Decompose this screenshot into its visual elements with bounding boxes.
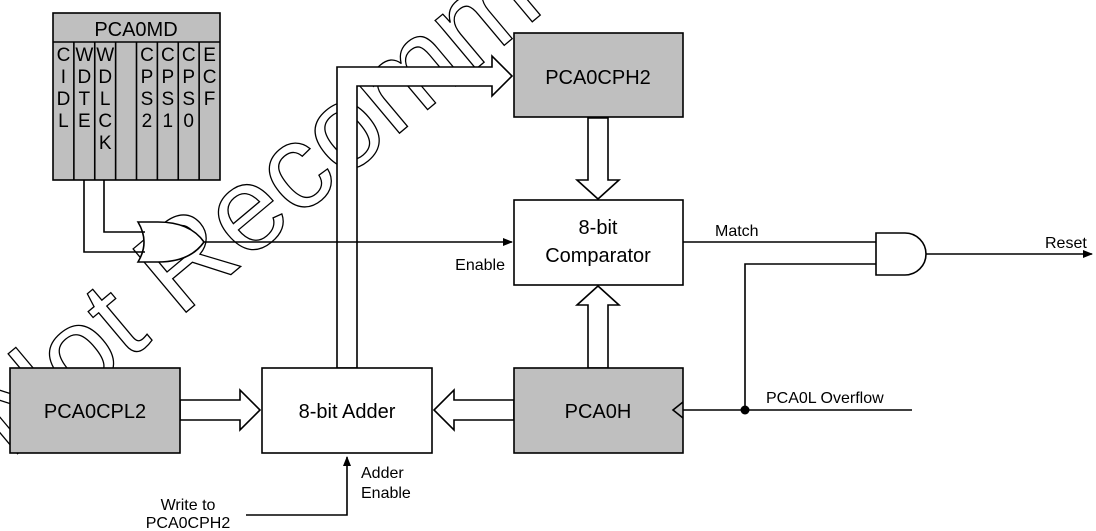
write-to-label-2: PCA0CPH2 (146, 515, 231, 531)
register-bit-letter: P (141, 67, 154, 88)
write-to-label-1: Write to (161, 497, 216, 514)
bus-adder-to-cph2 (336, 54, 514, 369)
register-bit-letter: W (96, 45, 114, 66)
register-bit-letter: S (141, 89, 154, 110)
register-bit-letter: T (79, 89, 91, 110)
pca0h-block: PCA0H (513, 367, 684, 454)
bus-cph2-to-comparator (574, 117, 622, 201)
register-bit-letter: C (140, 45, 154, 66)
register-bit-letter: I (61, 67, 66, 88)
bus-pca0h-to-adder (432, 388, 515, 432)
reset-label: Reset (1045, 235, 1087, 252)
bus-cpl2-to-adder (179, 388, 262, 432)
wire-widl-to-or (83, 180, 145, 253)
register-bit-letter: P (161, 67, 174, 88)
register-bit-letter: P (182, 67, 195, 88)
wire-overflow-to-and (744, 263, 876, 410)
adder-label: 8-bit Adder (299, 401, 396, 423)
register-bit-letter: D (98, 67, 112, 88)
register-bit-letter: D (77, 67, 91, 88)
pca0cpl2-label: PCA0CPL2 (44, 401, 146, 423)
register-bit-letter: 2 (142, 111, 153, 132)
pca0cph2-label: PCA0CPH2 (545, 67, 651, 89)
or-gate (136, 221, 205, 263)
register-bit-letter: E (78, 111, 91, 132)
register-bit-letter: 1 (163, 111, 174, 132)
wire-adder-enable (246, 456, 351, 516)
adder-enable-label-1: Adder (361, 465, 404, 482)
register-bit-letter: C (203, 67, 217, 88)
register-bit-letter: 0 (183, 111, 194, 132)
register-bit-letter: S (161, 89, 174, 110)
pca0h-label: PCA0H (565, 401, 632, 423)
register-title: PCA0MD (94, 19, 177, 41)
register-bit-letter: L (100, 89, 111, 110)
register-bit-letter: K (99, 133, 112, 154)
register-bit-letter: D (57, 89, 71, 110)
wire-wdte-to-or (103, 180, 145, 233)
adder-enable-label-2: Enable (361, 485, 411, 502)
bus-pca0h-to-comparator (574, 284, 622, 369)
register-bit-letter: C (161, 45, 175, 66)
pca0cph2-block: PCA0CPH2 (513, 32, 684, 118)
register-bit-letter: W (75, 45, 93, 66)
register-bit-letter: L (58, 111, 69, 132)
pca0cpl2-block: PCA0CPL2 (9, 367, 181, 454)
adder-block: 8-bit Adder (261, 367, 433, 454)
comparator-label-line2: Comparator (545, 245, 651, 267)
pca0h-clock-input (671, 401, 684, 419)
comparator-block: 8-bit Comparator (513, 199, 684, 286)
register-bit-letter: E (203, 45, 216, 66)
overflow-label: PCA0L Overflow (766, 390, 884, 407)
register-bit-letter: F (204, 89, 216, 110)
register-bit-letter: C (57, 45, 71, 66)
comparator-label-line1: 8-bit (579, 217, 618, 239)
register-bit-letter: S (182, 89, 195, 110)
match-label: Match (715, 223, 759, 240)
register-bit-letter: C (98, 111, 112, 132)
enable-label: Enable (455, 257, 505, 274)
register-bit-letter: C (182, 45, 196, 66)
and-gate (875, 232, 927, 276)
junction-dot (740, 405, 750, 415)
